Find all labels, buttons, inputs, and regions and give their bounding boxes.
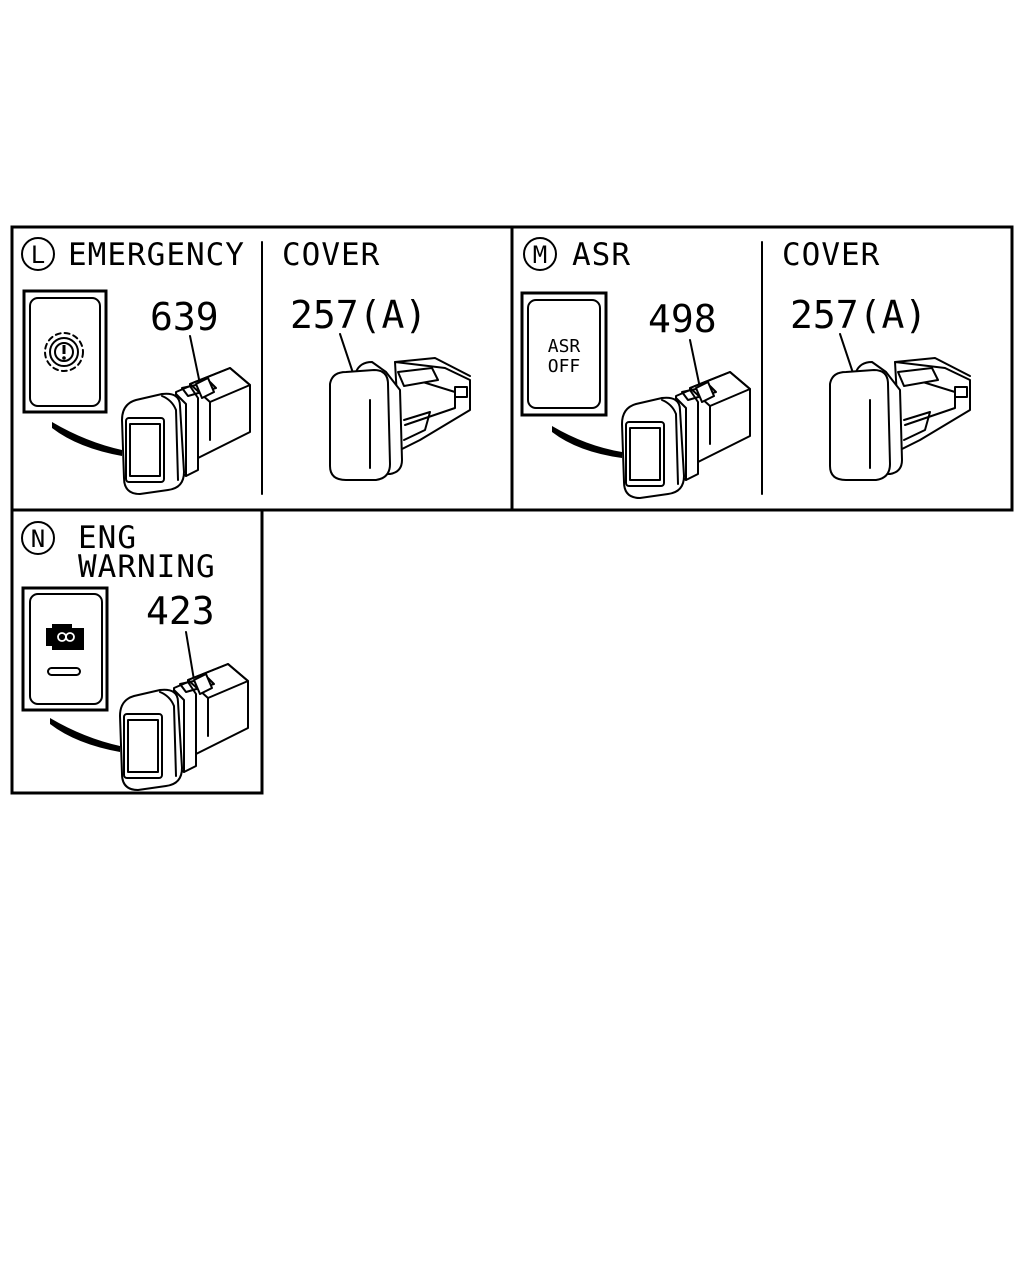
panel-letter-circle xyxy=(523,237,557,271)
panel-emergency: L EMERGENCY 639 xyxy=(21,237,251,495)
switch-face-outline xyxy=(21,586,109,712)
part-number: 423 xyxy=(146,589,215,633)
panel-asr-cover: COVER 257(A) xyxy=(782,237,971,481)
switch-illustration xyxy=(119,663,249,791)
brake-warning-gear-icon xyxy=(43,331,85,373)
pointer-arrow xyxy=(552,426,622,458)
pointer-arrow xyxy=(52,422,122,456)
panel-letter: N xyxy=(31,525,45,553)
panel-emergency-cover: COVER 257(A) xyxy=(282,237,471,481)
panel-eng-warning: N ENG WARNING 423 xyxy=(21,520,249,791)
panel-letter-circle xyxy=(21,521,55,555)
switch-illustration xyxy=(621,371,751,499)
switch-illustration xyxy=(121,367,251,495)
leader-line xyxy=(339,333,355,377)
leader-line xyxy=(189,335,201,385)
panel-asr: M ASR ASR OFF 498 xyxy=(520,237,751,499)
part-number: 639 xyxy=(150,295,219,339)
part-number: 498 xyxy=(648,297,717,341)
panel-title-line2: WARNING xyxy=(78,549,216,585)
panel-title: EMERGENCY xyxy=(68,237,245,273)
panel-letter: L xyxy=(31,241,45,269)
panel-title: COVER xyxy=(282,237,380,273)
part-number: 257(A) xyxy=(290,293,427,337)
leader-line xyxy=(689,339,701,389)
pointer-arrow xyxy=(50,718,120,752)
panel-letter-circle xyxy=(21,237,55,271)
panel-title: ASR xyxy=(572,237,631,273)
panel-title: COVER xyxy=(782,237,880,273)
cover-illustration xyxy=(329,357,471,481)
panel-frames xyxy=(10,225,1014,795)
asr-off-text-line2: OFF xyxy=(548,356,581,377)
part-number: 257(A) xyxy=(790,293,927,337)
panel-title-line1: ENG xyxy=(78,520,137,556)
panel-letter: M xyxy=(533,241,547,269)
asr-off-text-line1: ASR xyxy=(548,336,581,357)
cover-illustration xyxy=(829,357,971,481)
leader-line xyxy=(185,631,195,681)
engine-warning-icon xyxy=(46,624,84,676)
switch-face-outline xyxy=(520,291,608,417)
leader-line xyxy=(839,333,855,377)
switch-face-outline xyxy=(22,289,108,414)
